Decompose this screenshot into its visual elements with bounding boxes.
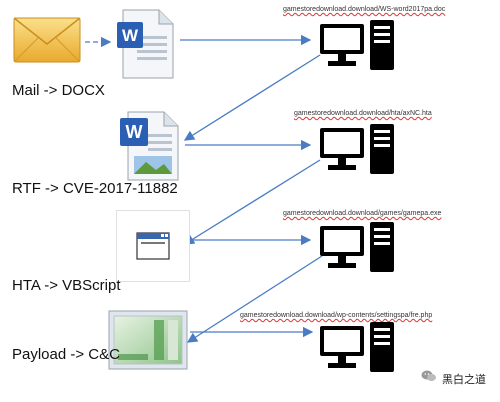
stage-1-label: Mail -> DOCX: [12, 82, 105, 99]
svg-text:W: W: [122, 26, 139, 45]
word-docx-file-icon: W: [115, 8, 177, 80]
word-rtf-file-icon: W: [118, 110, 184, 182]
server-3-url: gamestoredownload.download/games/gamepa.…: [283, 210, 442, 217]
server-2-url: gamestoredownload.download/hta/axNC.hta: [294, 110, 432, 117]
server-1-url: gamestoredownload.download/WS-word2017pa…: [283, 6, 446, 13]
payload-executable-icon: [108, 310, 188, 370]
stage-3-label: HTA -> VBScript: [12, 277, 121, 294]
server-4-url: gamestoredownload.download/wp-contents/s…: [240, 312, 433, 319]
watermark-text: 黑白之道: [442, 373, 486, 386]
watermark: 黑白之道: [421, 369, 486, 388]
arrow-server-3-to-payload: [186, 255, 323, 343]
svg-text:W: W: [126, 122, 143, 142]
arrow-server-2-to-hta: [183, 159, 321, 245]
window-hta-icon: [116, 210, 190, 282]
computer-icon: [318, 322, 398, 374]
computer-icon: [318, 20, 398, 72]
computer-icon: [318, 124, 398, 176]
computer-icon: [318, 222, 398, 274]
envelope-icon: [12, 14, 82, 66]
stage-2-label: RTF -> CVE-2017-11882: [12, 180, 178, 197]
wechat-logo-icon: [421, 369, 437, 388]
arrow-server-1-to-rtf: [183, 54, 321, 141]
stage-4-label: Payload -> C&C: [12, 346, 120, 363]
